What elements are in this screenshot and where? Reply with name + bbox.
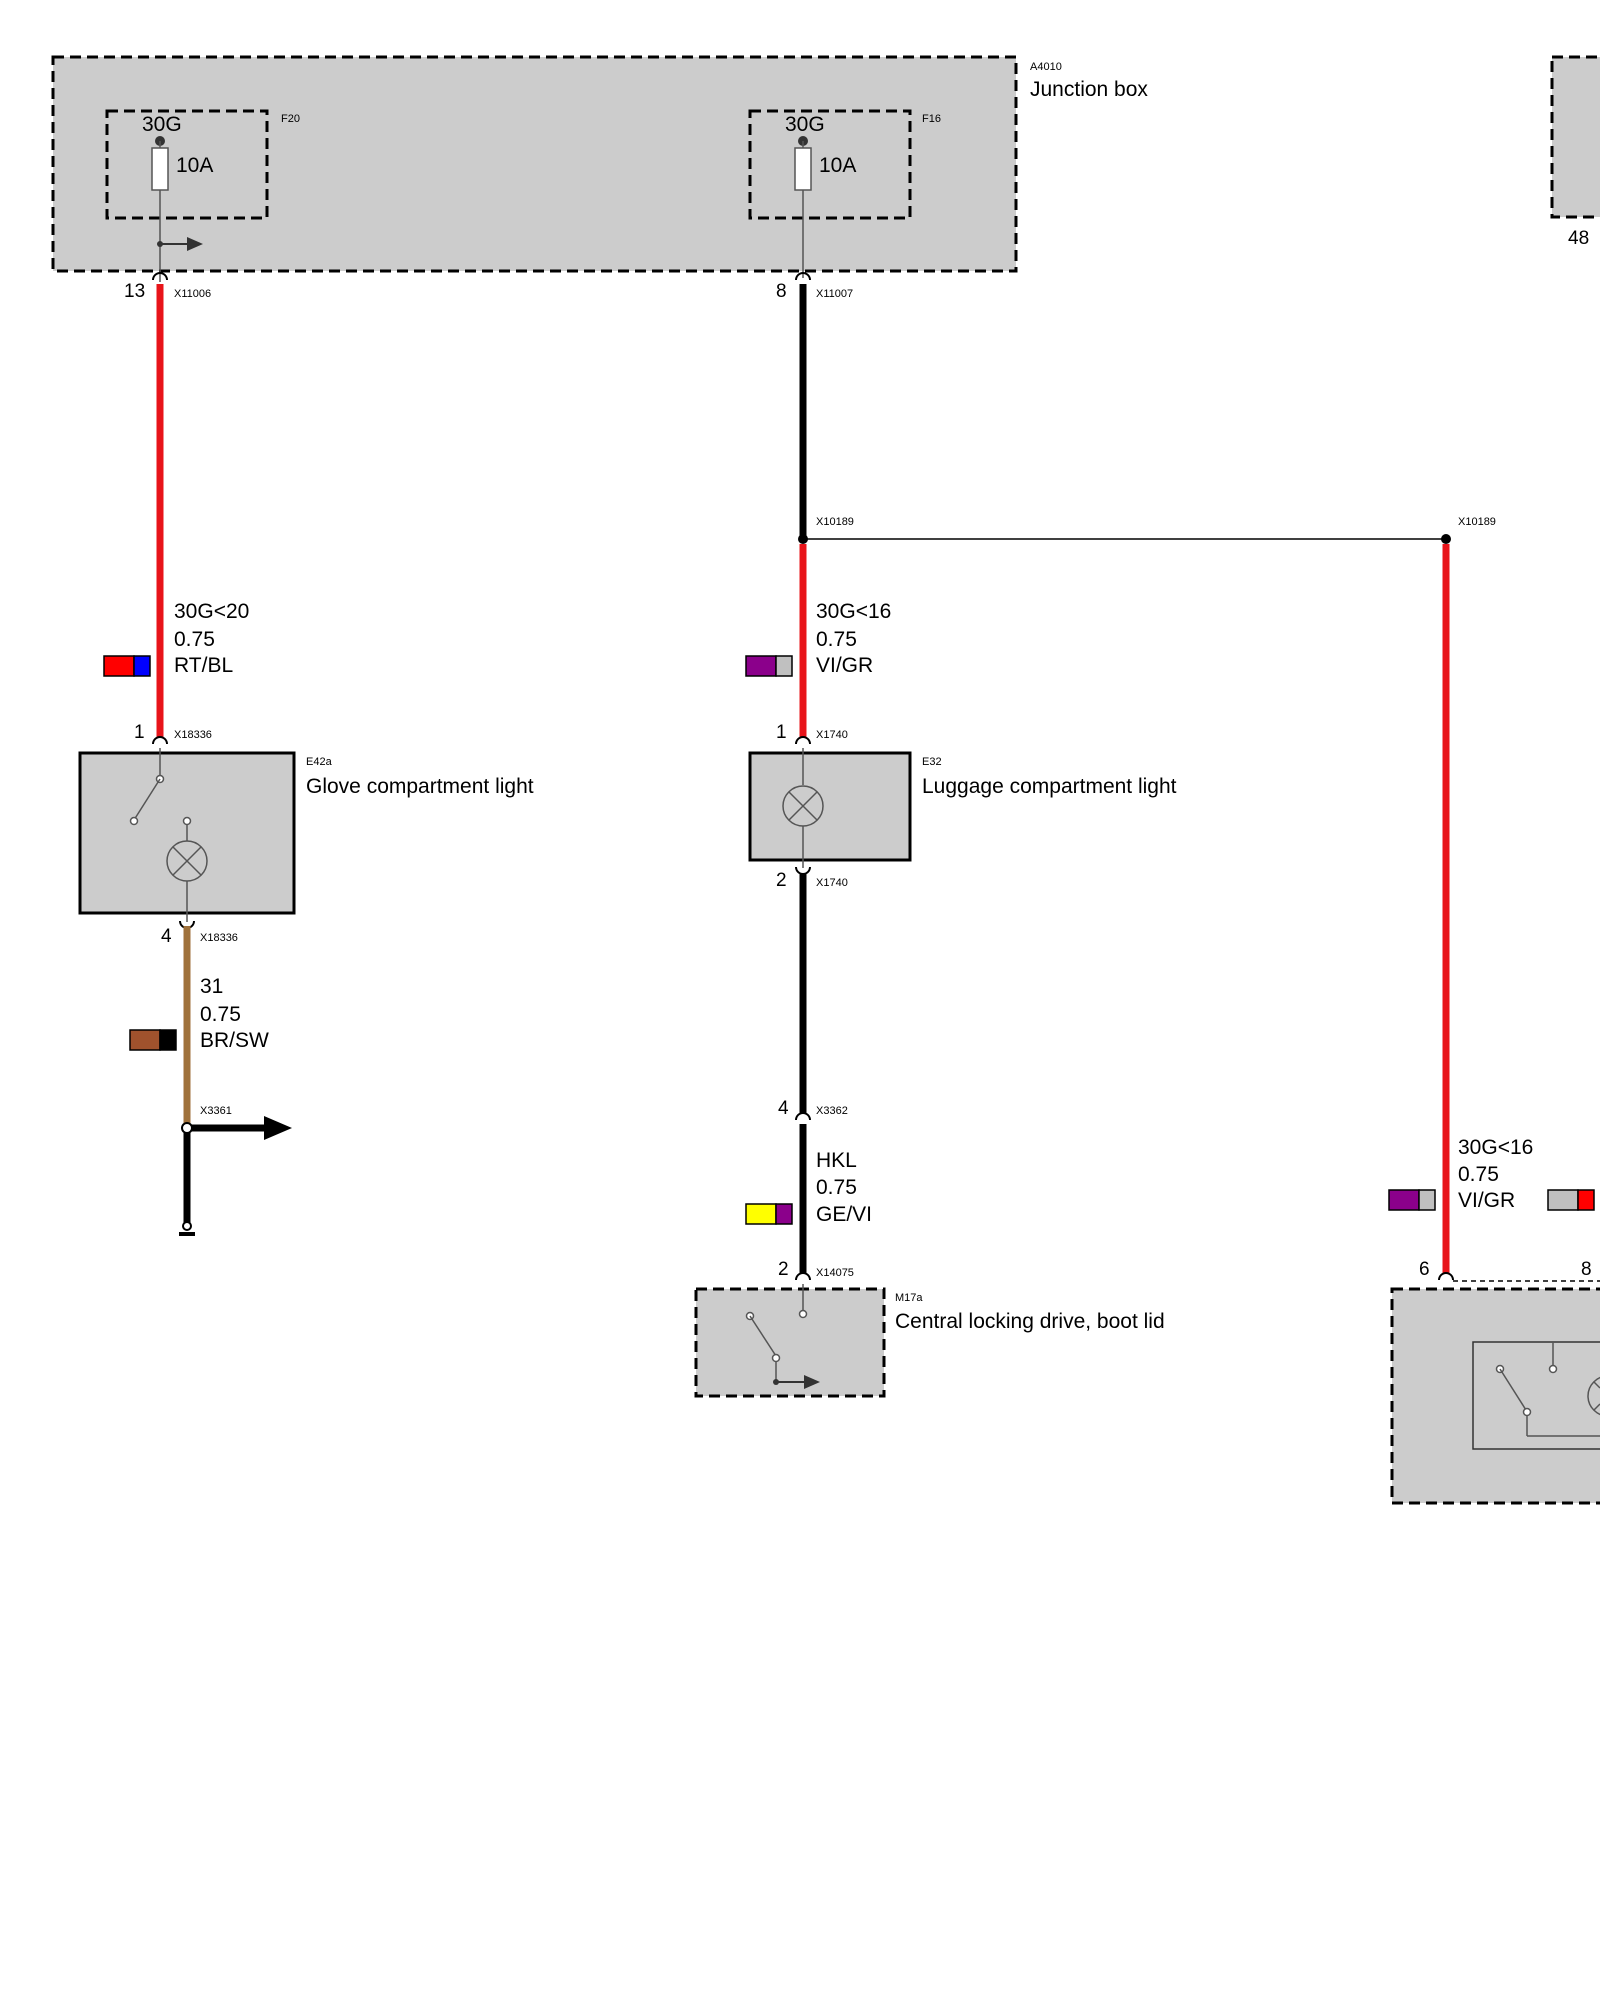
pin-1: 1 — [776, 722, 787, 743]
svg-text:VI/GR: VI/GR — [1458, 1189, 1515, 1212]
central-locking-ref: M17a — [895, 1292, 923, 1304]
svg-text:0.75: 0.75 — [174, 628, 215, 651]
pin-8: 8 — [776, 281, 787, 302]
wire-swatch-gr-rt — [1547, 1189, 1595, 1211]
connector-x1740-bottom: X1740 — [816, 877, 848, 889]
central-locking-name: Central locking drive, boot lid — [895, 1310, 1165, 1333]
fuse-f16-ref: F16 — [922, 113, 941, 125]
svg-text:30G<16: 30G<16 — [816, 600, 891, 623]
wire-swatch-ge-vi — [745, 1203, 793, 1225]
wire-label-hkl: HKL 0.75 GE/VI — [816, 1149, 872, 1226]
svg-text:30G<16: 30G<16 — [1458, 1136, 1533, 1159]
pin-8: 8 — [1581, 1259, 1592, 1280]
junction-box-name: Junction box — [1030, 78, 1148, 101]
svg-text:0.75: 0.75 — [200, 1003, 241, 1026]
splice-ref-left: X10189 — [816, 516, 854, 528]
svg-text:0.75: 0.75 — [816, 628, 857, 651]
pin-13: 13 — [124, 281, 145, 302]
pin-1: 1 — [134, 722, 145, 743]
connector-x11006: X11006 — [174, 288, 211, 300]
lamp-icon — [782, 748, 824, 868]
svg-text:BR/SW: BR/SW — [200, 1029, 269, 1052]
switch-icon — [129, 748, 192, 841]
wire-label-30g-16-right: 30G<16 0.75 VI/GR — [1458, 1136, 1533, 1212]
splice-node-right — [1441, 534, 1451, 544]
junction-box-ref: A4010 — [1030, 61, 1062, 73]
luggage-light-ref: E32 — [922, 756, 942, 768]
fuse-f16[interactable]: 30G F16 10A — [748, 109, 941, 278]
pin-4: 4 — [161, 926, 172, 947]
connector-x1740-top: X1740 — [816, 729, 848, 741]
arrow-icon — [804, 1375, 820, 1389]
svg-text:RT/BL: RT/BL — [174, 654, 233, 677]
fuse-symbol-icon — [151, 147, 169, 191]
fuse-f20-terminal: 30G — [142, 113, 182, 136]
svg-text:VI/GR: VI/GR — [816, 654, 873, 677]
fuse-f20[interactable]: 30G F20 10A — [105, 109, 300, 282]
arrow-icon — [264, 1116, 292, 1140]
switch-icon — [745, 1284, 820, 1389]
switch-icon — [1495, 1342, 1600, 1437]
pin-6: 6 — [1419, 1259, 1430, 1280]
fuse-f16-rating: 10A — [819, 154, 856, 177]
lamp-icon — [1587, 1376, 1600, 1416]
ground-connector-x3361[interactable]: X3361 — [179, 1105, 292, 1236]
wire-swatch-br-sw — [129, 1029, 177, 1051]
pin-2: 2 — [776, 870, 787, 891]
svg-text:0.75: 0.75 — [1458, 1163, 1499, 1186]
luggage-light-name: Luggage compartment light — [922, 775, 1177, 798]
pin-48: 48 — [1568, 228, 1589, 249]
wire-swatch-vi-gr-right — [1388, 1189, 1436, 1211]
glove-compartment-light[interactable]: 1 X18336 E42a Glove compartment light 4 … — [78, 722, 534, 947]
lamp-icon — [166, 840, 208, 922]
right-component[interactable]: 6 8 — [1390, 1259, 1600, 1505]
svg-text:0.75: 0.75 — [816, 1176, 857, 1199]
connector-x14075: X14075 — [816, 1267, 854, 1279]
pin-2: 2 — [778, 1259, 789, 1280]
svg-text:30G<20: 30G<20 — [174, 600, 249, 623]
svg-text:31: 31 — [200, 975, 223, 998]
partial-component-top-right[interactable]: 48 — [1550, 55, 1600, 249]
fuse-symbol-icon — [794, 147, 812, 191]
wire-swatch-vi-gr — [745, 655, 793, 677]
partial-text-mask — [1589, 106, 1600, 136]
svg-text:HKL: HKL — [816, 1149, 857, 1172]
fuse-f20-rating: 10A — [176, 154, 213, 177]
central-locking-drive[interactable]: 2 X14075 M17a Central locking drive, boo… — [694, 1259, 1165, 1398]
wire-label-31: 31 0.75 BR/SW — [200, 975, 269, 1052]
connector-x3362: X3362 — [816, 1105, 848, 1117]
glove-light-ref: E42a — [306, 756, 333, 768]
connector-x11007: X11007 — [816, 288, 853, 300]
splice-ref-right: X10189 — [1458, 516, 1496, 528]
luggage-compartment-light[interactable]: 1 X1740 E32 Luggage compartment light 2 … — [748, 722, 1177, 891]
svg-text:GE/VI: GE/VI — [816, 1203, 872, 1226]
pin-4: 4 — [778, 1098, 789, 1119]
wire-label-30g-16-middle: 30G<16 0.75 VI/GR — [816, 600, 891, 677]
junction-box[interactable]: A4010 Junction box 30G F20 10A 30G F16 1… — [51, 55, 1148, 302]
fuse-f20-ref: F20 — [281, 113, 300, 125]
connector-x18336-bottom: X18336 — [200, 932, 238, 944]
glove-light-name: Glove compartment light — [306, 775, 534, 798]
fuse-f16-terminal: 30G — [785, 113, 825, 136]
wire-label-30g-20: 30G<20 0.75 RT/BL — [174, 600, 249, 677]
connector-x3361: X3361 — [200, 1105, 232, 1117]
arrow-icon — [187, 237, 203, 251]
wire-swatch-rt-bl — [103, 655, 151, 677]
connector-x18336-top: X18336 — [174, 729, 212, 741]
